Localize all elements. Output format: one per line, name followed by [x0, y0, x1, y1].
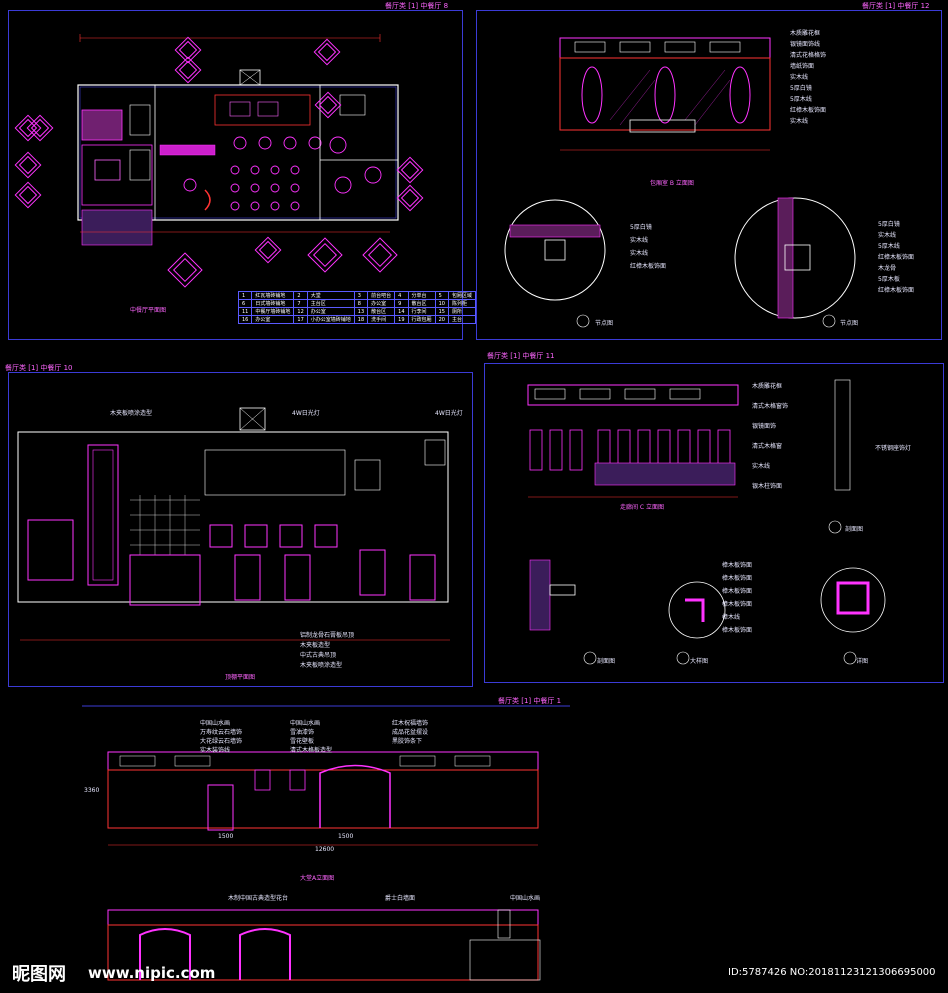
floor-plan-caption: 中餐厅平面图 [130, 307, 167, 314]
callout-label: 樟木板饰面 [722, 601, 753, 608]
callout-label: 实木线 [630, 237, 649, 244]
callout-label: 5厚白镜 [878, 221, 900, 228]
lobby-dim-height: 3360 [84, 787, 100, 794]
detail-label: 详图 [856, 658, 869, 665]
callout-label: 5厚木线 [878, 243, 900, 250]
lobby-dim-b: 1500 [338, 833, 354, 840]
callout-label: 木夹板喷涂造型 [300, 662, 343, 669]
detail-2-label: 节点图 [840, 320, 859, 327]
callout-label: 银木柱饰面 [752, 483, 783, 490]
legend-cell: 主台 [447, 315, 476, 324]
sheet-elevation-b [476, 10, 942, 340]
callout-label: 红樟木板饰面 [790, 107, 827, 114]
elevation-b-caption: 包厢室 B 立面图 [650, 180, 694, 187]
elevation-c-caption: 走廊间 C 立面图 [620, 504, 665, 511]
floor-plan-drawing [14, 34, 424, 288]
callout-label: 中国山水画 [510, 895, 541, 902]
lobby-dim-a: 1500 [218, 833, 234, 840]
callout-label: 红樟木板饰面 [878, 287, 915, 294]
ceiling-caption: 顶棚平面图 [225, 674, 256, 681]
callout-label: 樟木板饰面 [722, 575, 753, 582]
detail-1-label: 节点图 [595, 320, 614, 327]
legend-cell: 18 [353, 315, 369, 324]
watermark-id: ID:5787426 NO:20181123121306695000 [728, 967, 936, 978]
callout-label: 4W日光灯 [292, 410, 320, 417]
callout-label: 雪油漆饰 [290, 729, 315, 736]
legend-cell: 17 [293, 315, 308, 324]
callout-label: 木质雕花框 [790, 30, 821, 37]
sheet-header-ceiling-plan: 餐厅类 [1] 中餐厅 10 [5, 364, 73, 372]
callout-label: 木夹板喷涂造型 [110, 410, 153, 417]
legend-cell: 19 [394, 315, 409, 324]
callout-label: 万寿纹云石墙饰 [200, 729, 243, 736]
sheet-header-elevation-c: 餐厅类 [1] 中餐厅 11 [487, 352, 555, 360]
elevation-c-side-label: 剖面图 [845, 526, 864, 533]
callout-label: 中国山水画 [200, 720, 231, 727]
callout-label: 红樟木板饰面 [878, 254, 915, 261]
watermark-brand: 昵图网 [12, 964, 66, 985]
sheet-header-lobby: 餐厅类 [1] 中餐厅 1 [498, 697, 562, 705]
callout-label: 实木线 [752, 463, 771, 470]
lobby-dim-total: 12600 [315, 846, 335, 853]
callout-label: 实木线 [790, 118, 809, 125]
callout-label: 黑胶饰条下 [392, 738, 423, 745]
callout-label: 樟木板饰面 [722, 627, 753, 634]
callout-label: 清式木格窗 [752, 443, 783, 450]
callout-label: 红樟木板饰面 [630, 263, 667, 270]
callout-label: 木龙骨 [878, 265, 897, 272]
callout-label: 樟木板饰面 [722, 588, 753, 595]
callout-label: 樟木板饰面 [722, 562, 753, 569]
legend-cell: 20 [434, 315, 449, 324]
sheet-elevation-c [484, 363, 944, 683]
callout-label: 大花绿云石墙饰 [200, 738, 243, 745]
callout-label: 5厚木线 [790, 96, 812, 103]
callout-label: 清式花格格饰 [790, 52, 827, 59]
lobby-caption: 大堂A立面图 [300, 875, 335, 882]
sheet-header-elevation-b: 餐厅类 [1] 中餐厅 12 [862, 2, 930, 10]
detail-label: 剖面图 [597, 658, 616, 665]
callout-label: 5厚木板 [878, 276, 900, 283]
sheet-floor-plan [8, 10, 463, 340]
callout-label: 雪花壁板 [290, 738, 315, 745]
elevation-b-drawing [504, 37, 856, 328]
callout-label: 4W日光灯 [435, 410, 463, 417]
callout-label: 银镜面饰线 [790, 41, 821, 48]
callout-label: 铝制龙骨石膏板吊顶 [300, 632, 355, 639]
callout-label: 红木祝福墙饰 [392, 720, 429, 727]
callout-label: 樟木线 [722, 614, 741, 621]
callout-label: 5厚白镜 [630, 224, 652, 231]
lobby-elevation-drawing [82, 705, 570, 981]
sheet-header-floor-plan: 餐厅类 [1] 中餐厅 8 [385, 2, 449, 10]
callout-label: 实木线 [630, 250, 649, 257]
callout-label: 中式古典吊顶 [300, 652, 337, 659]
callout-label: 实木线 [790, 74, 809, 81]
legend-cell: 16 [237, 315, 253, 324]
callout-label: 5厚白镜 [790, 85, 812, 92]
callout-label: 实木装饰线 [200, 747, 231, 754]
callout-label: 木质雕花框 [752, 383, 783, 390]
callout-label: 中国山水画 [290, 720, 321, 727]
detail-label: 大样图 [690, 658, 709, 665]
callout-label: 爵士白墙面 [385, 895, 416, 902]
callout-label: 银镜面饰 [752, 423, 777, 430]
callout-label: 清式木格板造型 [290, 747, 333, 754]
callout-label: 木制中国古典造型花台 [228, 895, 289, 902]
callout-label: 成品花盆摆设 [392, 729, 429, 736]
elevation-c-drawing [527, 379, 886, 665]
ceiling-plan-drawing [17, 407, 450, 641]
callout-label: 清式木格窗饰 [752, 403, 789, 410]
sheet-ceiling-plan [8, 372, 473, 687]
callout-label: 木夹板造型 [300, 642, 331, 649]
watermark-url: www.nipic.com [88, 964, 216, 982]
callout-label: 实木线 [878, 232, 897, 239]
elevation-c-side-callout: 不锈钢座饰灯 [875, 445, 912, 452]
callout-label: 墙纸饰面 [790, 63, 815, 70]
